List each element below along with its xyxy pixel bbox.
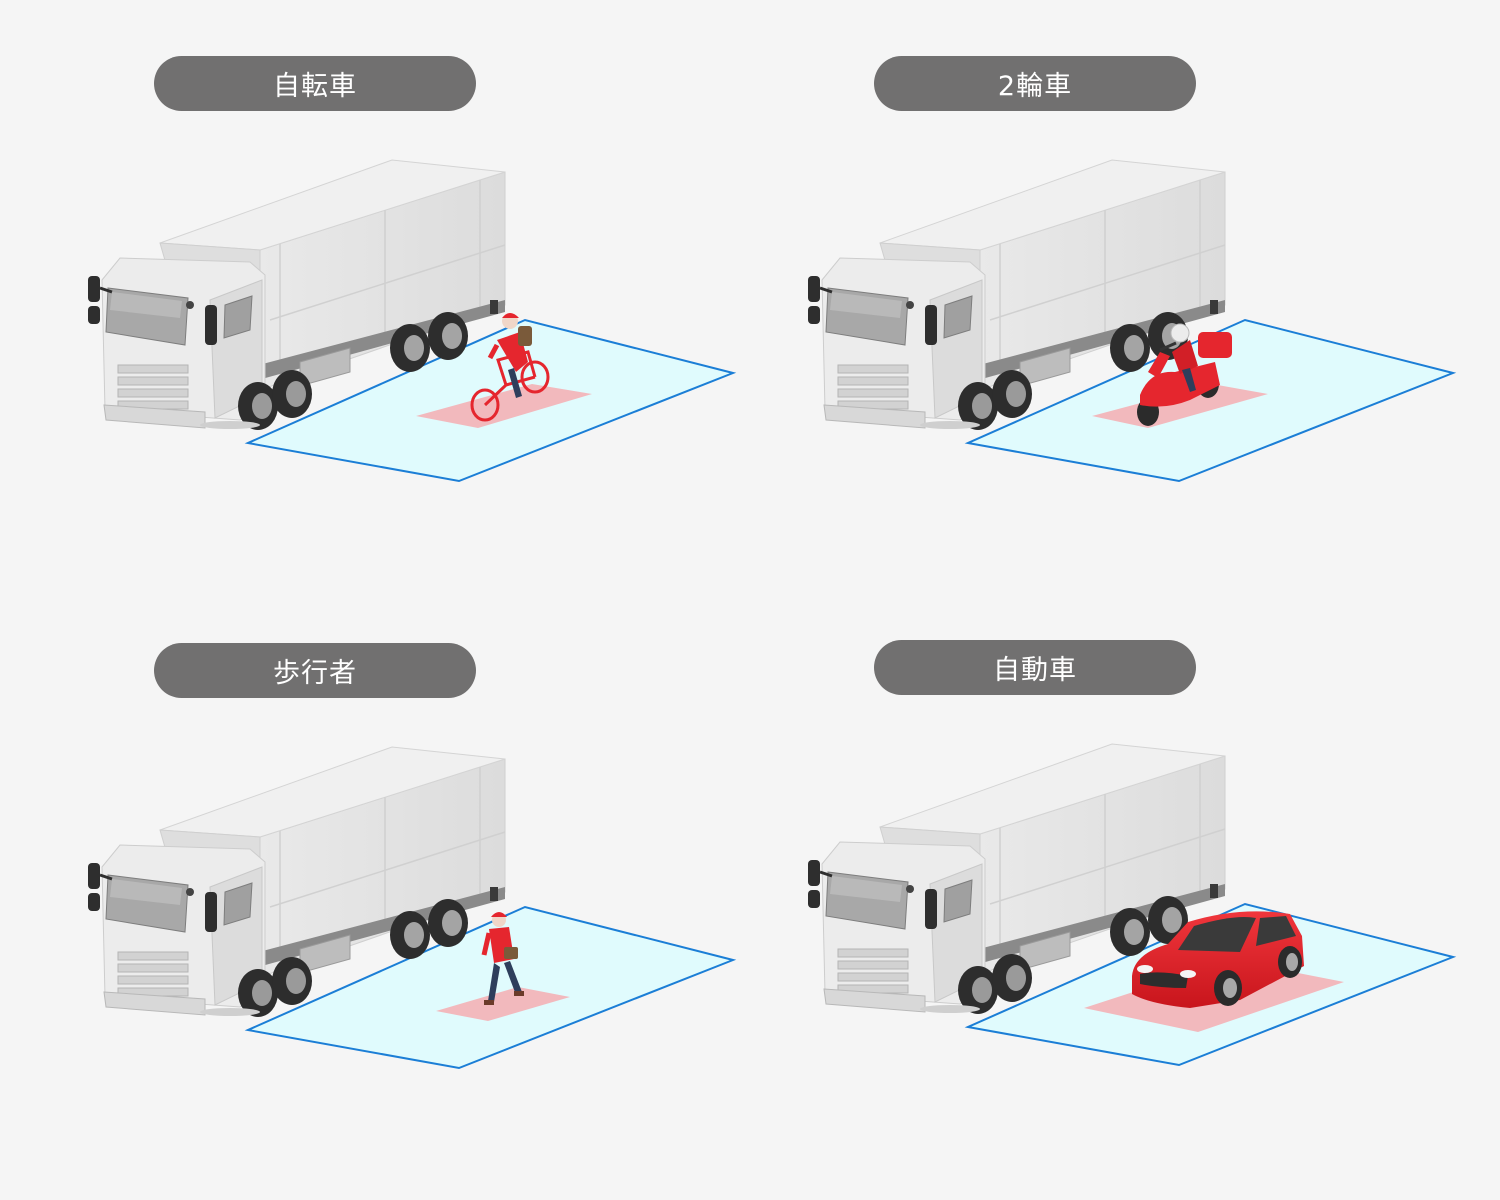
pedestrian-icon	[481, 912, 524, 1005]
car-icon	[1132, 911, 1304, 1008]
scene-bicycle	[86, 158, 734, 482]
scene-car	[806, 742, 1454, 1066]
panel-car: 自動車	[720, 584, 1470, 1184]
target-zone	[1092, 384, 1268, 428]
target-zone	[436, 987, 570, 1021]
label-car: 自動車	[874, 640, 1196, 695]
scooter-rider-icon	[1137, 323, 1232, 426]
label-bicycle: 自転車	[154, 56, 476, 111]
scene-motorcycle	[806, 158, 1454, 482]
panel-pedestrian: 歩行者	[0, 587, 750, 1187]
panel-bicycle: 自転車	[0, 0, 750, 600]
bicycle-rider-icon	[470, 313, 550, 422]
panel-motorcycle: 2輪車	[720, 0, 1470, 600]
scene-pedestrian	[86, 745, 734, 1069]
label-motorcycle: 2輪車	[874, 56, 1196, 111]
label-pedestrian: 歩行者	[154, 643, 476, 698]
target-zone	[416, 384, 592, 428]
